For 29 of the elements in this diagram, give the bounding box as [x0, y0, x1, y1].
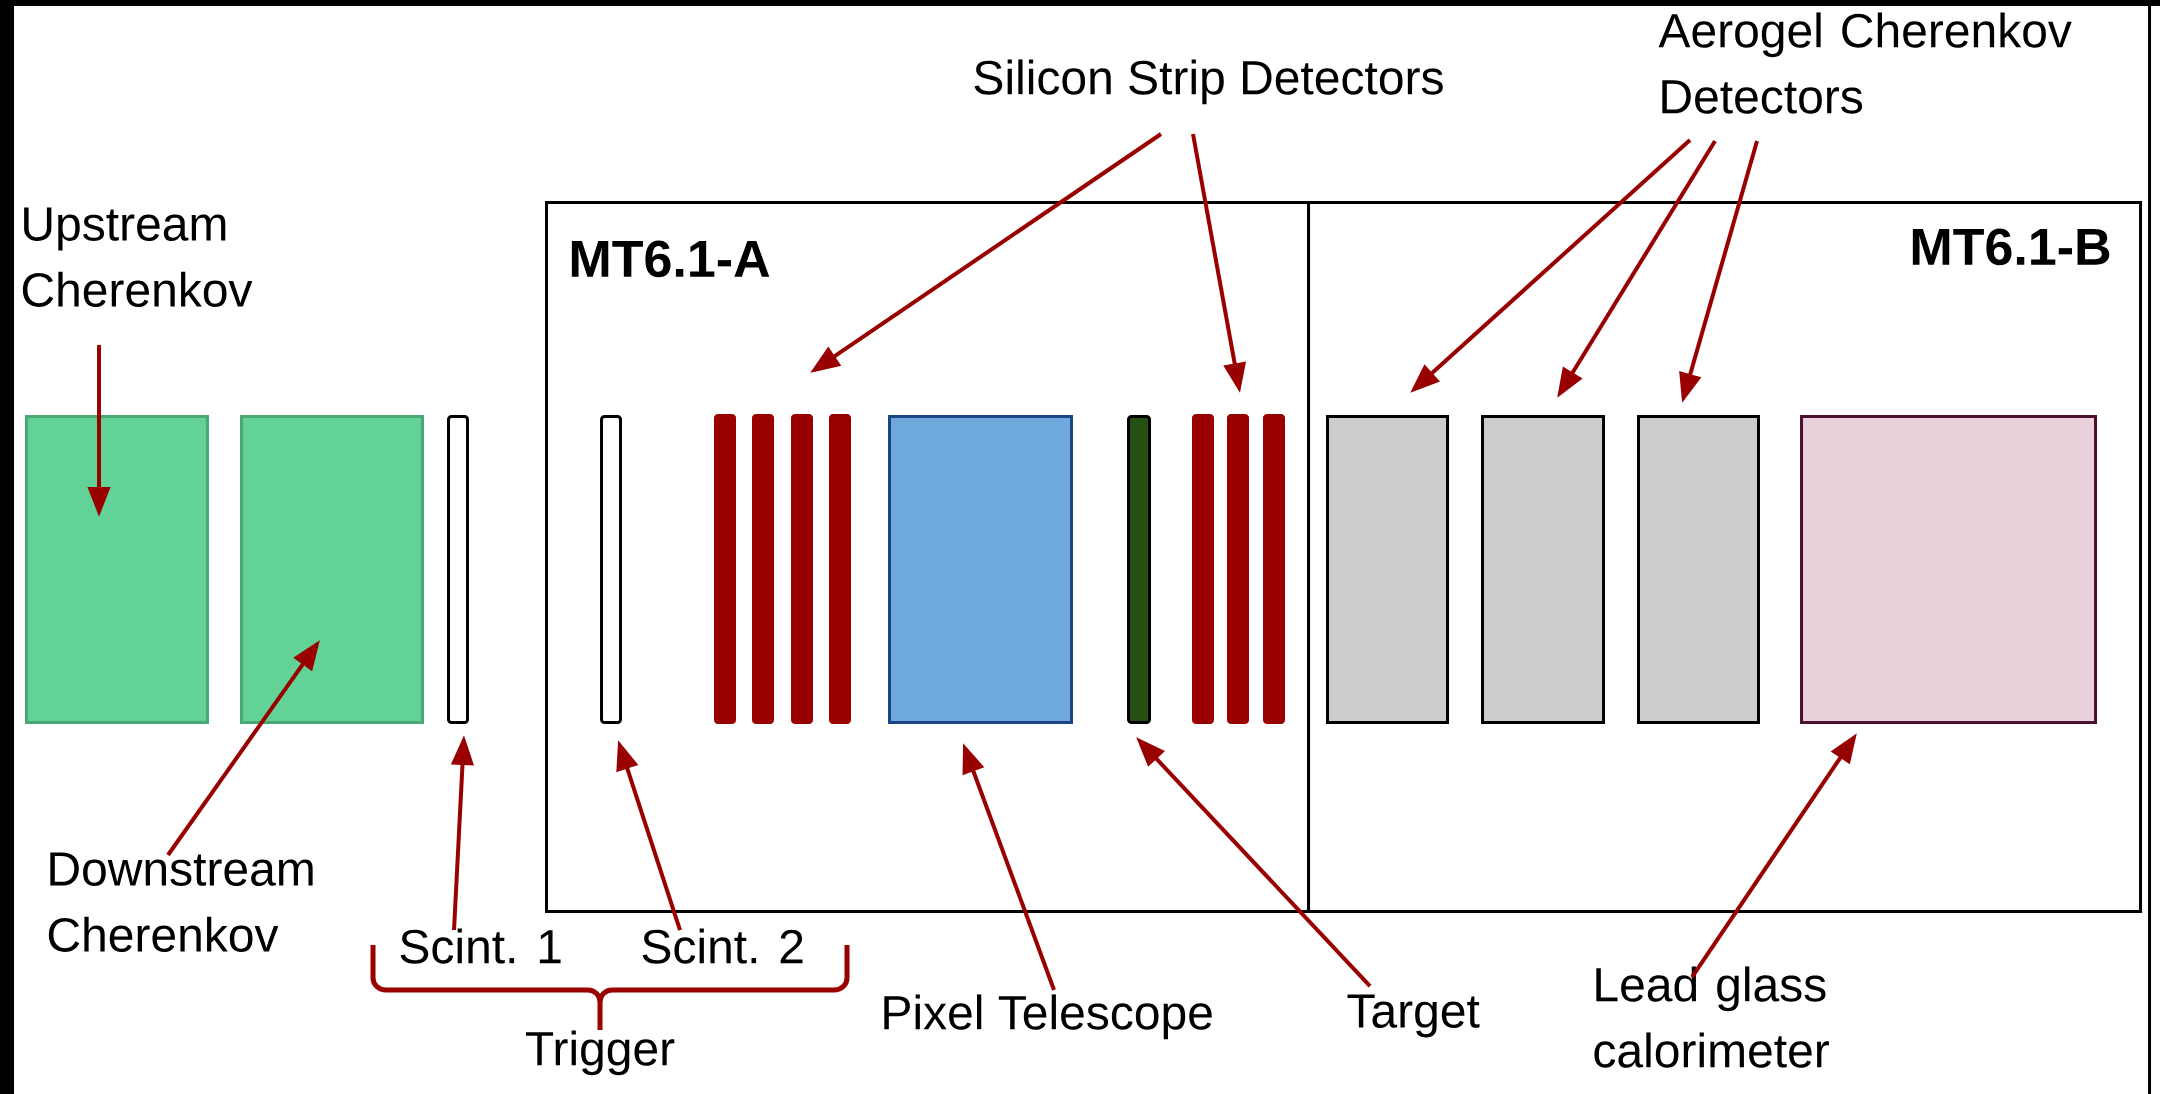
brace-label: Trigger [526, 1030, 675, 1076]
detector-box [1326, 415, 1449, 724]
strip-bar [829, 414, 851, 724]
scintillator-bar [447, 415, 469, 724]
detector-box [240, 415, 424, 724]
label-text: Pixel Telescope [884, 994, 1212, 1040]
strip-bar [1227, 414, 1249, 724]
label-text: Scint. 2 [642, 928, 803, 964]
label-text: Downstream Cherenkov [48, 852, 313, 952]
strip-bar [714, 414, 736, 724]
strip-bar [791, 414, 813, 724]
label-text: Aerogel Cherenkov Detectors [1658, 12, 2072, 114]
label-text: Silicon Strip Detectors [974, 59, 1443, 105]
strip-bar [1263, 414, 1285, 724]
label-text: Scint. 1 [400, 928, 561, 964]
section-frame: MT6.1-B [1307, 201, 2143, 914]
label-text: Lead glass calorimeter [1594, 966, 1829, 1068]
detector-box [888, 415, 1073, 724]
detector-box [1800, 415, 2098, 724]
target-bar [1127, 415, 1151, 724]
detector-box [25, 415, 209, 724]
detector-box [1481, 415, 1605, 724]
label-text: Upstream Cherenkov [22, 207, 253, 307]
section-frame: MT6.1-A [545, 201, 1311, 914]
scintillator-bar [600, 415, 622, 724]
detector-box [1637, 415, 1760, 724]
strip-bar [752, 414, 774, 724]
label-text: Target [1347, 994, 1480, 1038]
strip-bar [1192, 414, 1214, 724]
